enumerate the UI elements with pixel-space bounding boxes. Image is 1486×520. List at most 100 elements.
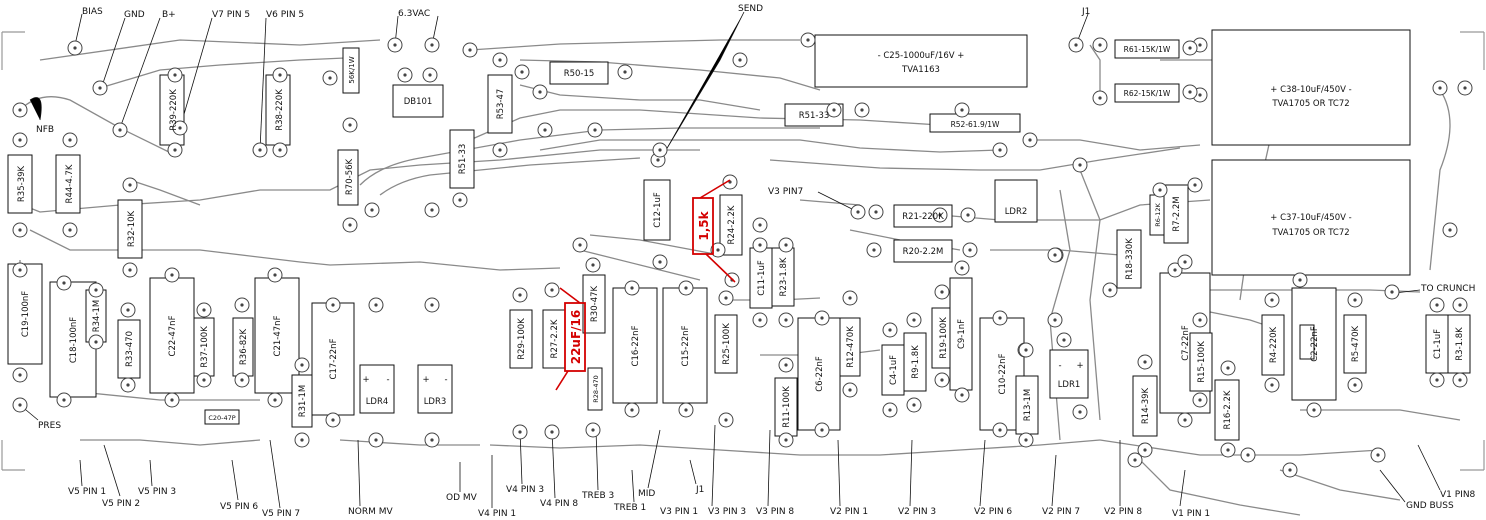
- ldr4-plus: +: [362, 375, 369, 385]
- pad-hole: [578, 243, 582, 247]
- pad-hole: [240, 303, 244, 307]
- pad-hole: [202, 308, 206, 312]
- pad-hole: [468, 48, 472, 52]
- pad-hole: [1183, 418, 1187, 422]
- pad-hole: [630, 408, 634, 412]
- pad-hole: [758, 223, 762, 227]
- pad-hole: [430, 43, 434, 47]
- component-bodies: [7, 29, 1471, 441]
- label-r35: R35-39K: [17, 165, 27, 202]
- wire-j1-top: J1: [1081, 7, 1090, 17]
- wire-mid: MID: [638, 489, 655, 499]
- pad-hole: [998, 316, 1002, 320]
- wire-v3-pin7: V3 PIN7: [768, 187, 803, 197]
- label-c37: + C37-10uF/450V -: [1270, 213, 1351, 223]
- label-r18: R18-330K: [1125, 238, 1135, 280]
- pad-hole: [848, 388, 852, 392]
- wire-gnd: GND: [124, 10, 145, 20]
- wire-v2-pin1: V2 PIN 1: [830, 507, 868, 517]
- wire-6-3vac: 6.3VAC: [398, 9, 430, 19]
- pad-hole: [1108, 288, 1112, 292]
- pad-hole: [1353, 298, 1357, 302]
- pad-hole: [348, 123, 352, 127]
- pad-hole: [393, 43, 397, 47]
- pad-hole: [1390, 290, 1394, 294]
- pad-hole: [656, 158, 660, 162]
- wire-v3-pin1: V3 PIN 1: [660, 507, 698, 517]
- wire-leader-lines: [19, 11, 1441, 509]
- pad-hole: [1173, 268, 1177, 272]
- label-c15: C15-22nF: [681, 325, 691, 366]
- wire-v3-pin8: V3 PIN 8: [756, 507, 794, 517]
- pad-hole: [62, 281, 66, 285]
- label-r13: R13-1M: [1023, 389, 1033, 422]
- label-r32: R32-10K: [127, 210, 137, 247]
- pad-hole: [1183, 260, 1187, 264]
- label-r6: R6-12K: [1154, 202, 1162, 226]
- pad-hole: [202, 378, 206, 382]
- pad-hole: [1198, 318, 1202, 322]
- pad-hole: [273, 398, 277, 402]
- pad-hole: [832, 108, 836, 112]
- pad-hole: [1098, 96, 1102, 100]
- pad-hole: [278, 148, 282, 152]
- label-r11: R11-100K: [782, 386, 792, 428]
- pad-hole: [328, 76, 332, 80]
- pad-hole: [273, 273, 277, 277]
- pad-hole: [518, 430, 522, 434]
- label-ldr4: LDR4: [366, 397, 389, 407]
- pad-hole: [684, 286, 688, 290]
- mod-label-1k5: 1,5k: [697, 210, 711, 240]
- pad-hole: [784, 243, 788, 247]
- pad-hole: [888, 328, 892, 332]
- pad-hole: [374, 303, 378, 307]
- pad-hole: [1143, 448, 1147, 452]
- pad-hole: [300, 438, 304, 442]
- pad-hole: [630, 286, 634, 290]
- pad-hole: [331, 303, 335, 307]
- label-r53: R53-47: [496, 89, 506, 120]
- pad-hole: [738, 58, 742, 62]
- pad-hole: [724, 418, 728, 422]
- wire-od-mv: OD MV: [446, 493, 478, 503]
- solder-pads: [12, 32, 1473, 478]
- pad-hole: [18, 108, 22, 112]
- pad-hole: [18, 138, 22, 142]
- wire-norm-mv: NORM MV: [348, 507, 393, 517]
- wire-v2-pin8: V2 PIN 8: [1104, 507, 1142, 517]
- pad-hole: [428, 73, 432, 77]
- label-r51: R51-33: [799, 111, 830, 121]
- label-c1: C1-1uF: [1433, 329, 1443, 359]
- wire-v7-pin5: V7 PIN 5: [212, 10, 250, 20]
- pad-hole: [1435, 378, 1439, 382]
- label-r50: R50-15: [564, 69, 595, 79]
- pad-hole: [820, 428, 824, 432]
- label-c38: + C38-10uF/450V -: [1270, 85, 1351, 95]
- wire-gnd-buss: GND BUSS: [1406, 501, 1454, 511]
- pad-hole: [940, 290, 944, 294]
- pad-hole: [370, 208, 374, 212]
- label-r9: R9-1.8K: [911, 345, 921, 379]
- pad-hole: [912, 403, 916, 407]
- wire-v3-pin3: V3 PIN 3: [708, 507, 746, 517]
- label-r20: R20-2.2M: [903, 247, 944, 257]
- pad-hole: [1028, 138, 1032, 142]
- label-c2: C2-22nF: [1310, 326, 1320, 362]
- label-ldr2: LDR2: [1005, 207, 1028, 217]
- pad-hole: [998, 148, 1002, 152]
- pad-hole: [550, 288, 554, 292]
- pad-hole: [170, 398, 174, 402]
- pad-hole: [258, 148, 262, 152]
- pad-hole: [374, 438, 378, 442]
- wire-send: SEND: [738, 4, 763, 14]
- wire-v5-pin7: V5 PIN 7: [262, 509, 300, 519]
- wire-bplus: B+: [162, 10, 176, 20]
- label-ldr3: LDR3: [424, 397, 447, 407]
- label-c9: C9-1nF: [957, 319, 967, 349]
- pad-hole: [126, 383, 130, 387]
- pad-hole: [623, 70, 627, 74]
- pad-hole: [94, 288, 98, 292]
- pad-hole: [550, 430, 554, 434]
- label-r52: R52-61.9/1W: [951, 120, 1000, 129]
- pad-hole: [98, 86, 102, 90]
